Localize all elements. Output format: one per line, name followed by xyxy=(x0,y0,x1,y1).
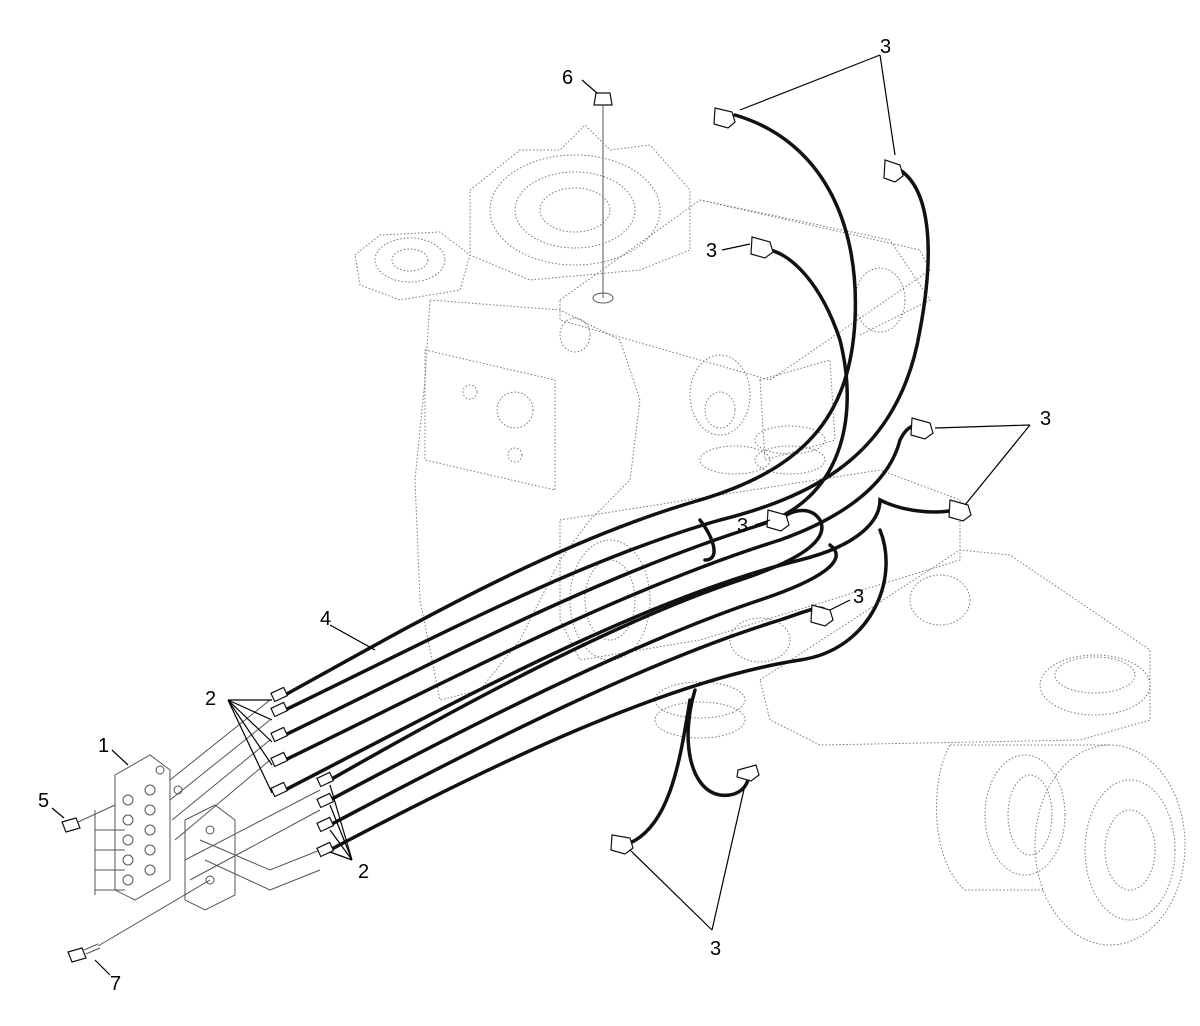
hoses xyxy=(283,113,957,852)
connector-plates xyxy=(94,699,321,911)
callout-3-top-right: 3 xyxy=(880,36,891,58)
elbow-fittings xyxy=(610,107,972,855)
callout-3-center: 3 xyxy=(737,515,748,537)
callout-labels: 1 2 2 3 3 3 3 3 3 4 5 6 7 xyxy=(38,36,1051,995)
callout-3-right-mid: 3 xyxy=(1040,408,1051,430)
callout-4: 4 xyxy=(320,608,331,630)
callout-1: 1 xyxy=(98,735,109,757)
callout-5: 5 xyxy=(38,790,49,812)
hose-end-fittings xyxy=(270,686,335,858)
breather-cap-6 xyxy=(592,92,614,304)
leader-lines xyxy=(51,54,1031,976)
callout-3-upper-mid: 3 xyxy=(706,240,717,262)
plate-holes xyxy=(122,765,215,886)
callout-7: 7 xyxy=(110,973,121,995)
callout-6: 6 xyxy=(562,67,573,89)
callout-3-lower-right: 3 xyxy=(853,586,864,608)
screw-7 xyxy=(67,879,211,963)
callout-2-upper: 2 xyxy=(205,688,216,710)
drive-unit-housing xyxy=(354,124,1186,946)
callout-2-lower: 2 xyxy=(358,861,369,883)
bolt-5 xyxy=(61,804,116,833)
callout-3-bottom: 3 xyxy=(710,938,721,960)
